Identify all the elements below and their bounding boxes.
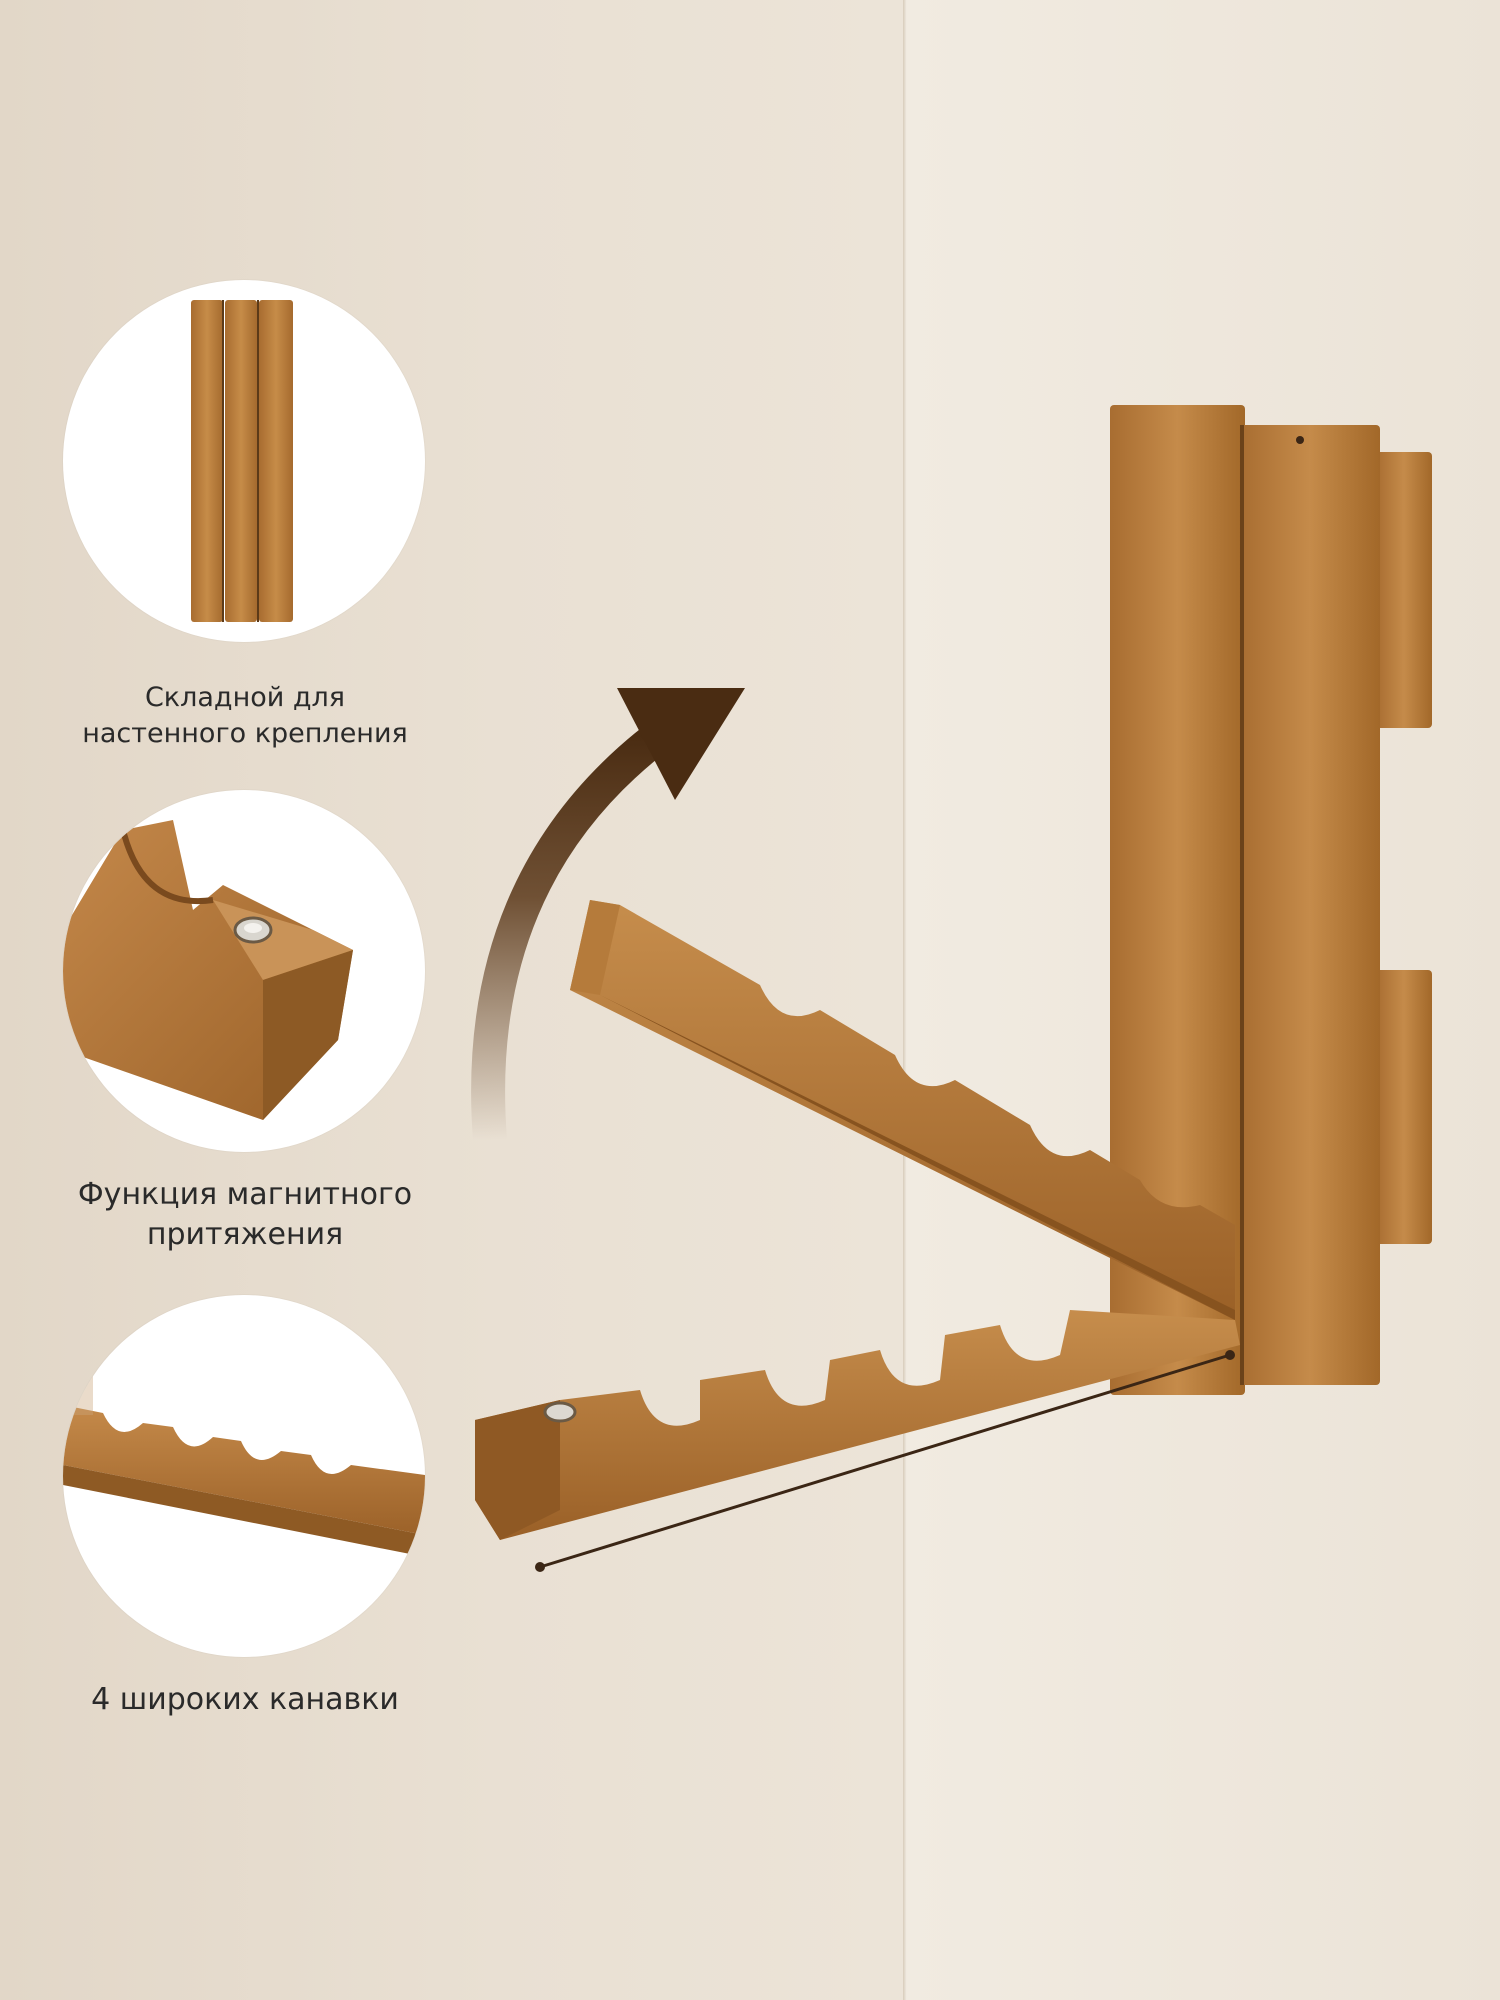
- magnet-icon: [543, 1401, 577, 1423]
- wall-corner: [903, 0, 907, 2000]
- wall-mount-block-bottom: [1376, 970, 1432, 1244]
- magnet-view-circle: [63, 790, 425, 1152]
- feature-caption-folding-line2: настенного крепления: [82, 718, 408, 749]
- dimension-line: [535, 436, 1304, 1572]
- feature-caption-grooves: 4 широких канавки: [25, 1680, 465, 1720]
- fold-direction-arrow-icon: [471, 688, 745, 1157]
- grooves-closeup-icon: [63, 1355, 425, 1557]
- feature-caption-grooves-line1: 4 широких канавки: [91, 1682, 399, 1717]
- feature-caption-magnet: Функция магнитного притяжения: [25, 1175, 465, 1255]
- folded-rack-icon: [191, 300, 293, 622]
- feature-caption-magnet-line1: Функция магнитного: [77, 1177, 413, 1212]
- rotating-arm: [570, 900, 1235, 1320]
- lower-arm: [475, 1310, 1240, 1540]
- magnet-closeup-icon: [63, 820, 353, 1120]
- vertical-post-right: [1240, 425, 1380, 1385]
- vertical-post-left: [1110, 405, 1245, 1395]
- feature-caption-folding-line1: Складной для: [144, 682, 346, 713]
- wall-mount-block-top: [1376, 452, 1432, 728]
- grooves-view-circle: [63, 1295, 425, 1657]
- feature-caption-folding: Складной для настенного крепления: [25, 680, 465, 752]
- folded-view-circle: [63, 280, 425, 642]
- feature-caption-magnet-line2: притяжения: [146, 1217, 344, 1252]
